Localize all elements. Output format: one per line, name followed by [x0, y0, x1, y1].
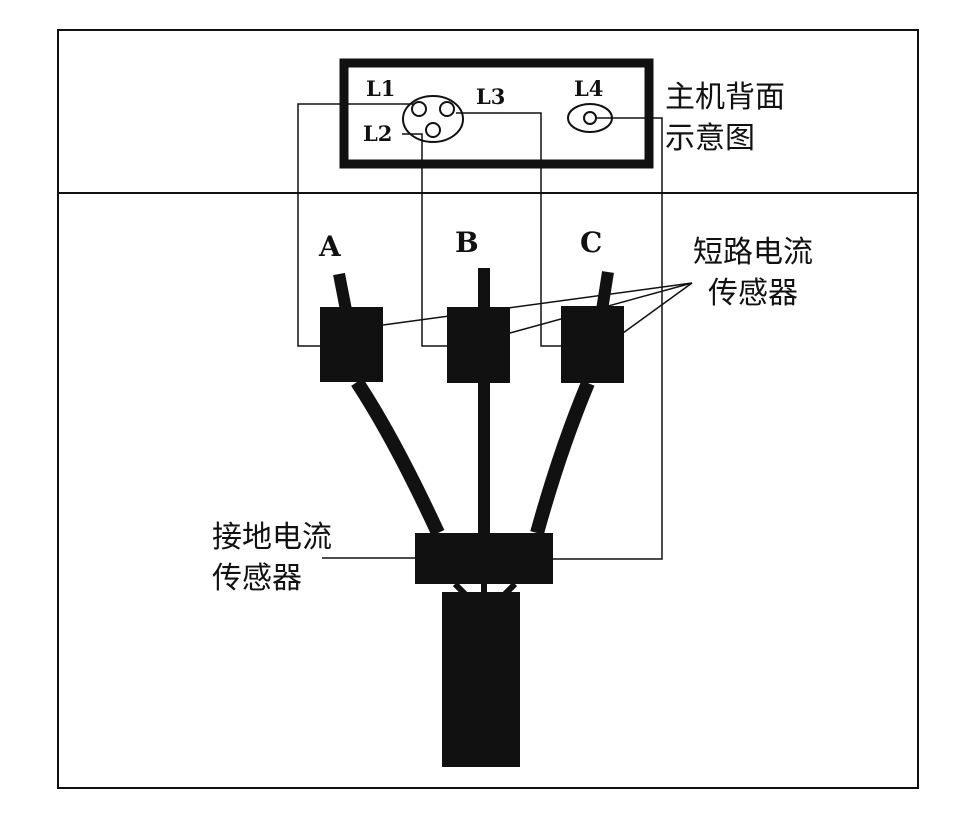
host-panel-label-line1: 主机背面 [665, 80, 785, 115]
port-label-l1: L1 [366, 76, 395, 101]
pin-l1 [411, 101, 427, 117]
host-back-panel [339, 58, 654, 169]
phase-label-b: B [455, 226, 479, 259]
pointer-sensor-c [622, 282, 693, 334]
sensor-c [561, 306, 624, 383]
outer-frame [57, 29, 919, 789]
port-label-l2: L2 [363, 121, 392, 146]
wire-l4-to-ground-sensor [553, 117, 663, 560]
pin-l2 [425, 122, 441, 138]
short-circuit-sensor-label-line1: 短路电流 [693, 235, 813, 270]
signal-wires [297, 103, 693, 560]
wire-l2-to-sensor-b [402, 133, 449, 347]
pin-l4 [583, 111, 597, 125]
port-label-l3: L3 [476, 84, 505, 109]
port-label-l4: L4 [574, 76, 603, 101]
ground-sensor-label-line2: 传感器 [212, 561, 302, 596]
short-circuit-sensor-label-line2: 传感器 [708, 276, 798, 311]
ground-sensor-label-line1: 接地电流 [212, 520, 332, 555]
cable-c-top [596, 271, 614, 311]
host-panel-label-line2: 示意图 [665, 121, 755, 156]
pin-l3 [439, 101, 455, 117]
three-pin-connector [402, 95, 464, 143]
sensor-a [320, 307, 383, 382]
cable-c-bottom [530, 380, 595, 535]
sensor-b [447, 307, 510, 383]
wire-l1-to-sensor-a [297, 103, 414, 347]
main-cable [442, 592, 520, 767]
cable-a-bottom [351, 378, 445, 536]
phase-label-a: A [318, 230, 342, 263]
ground-sensor [415, 533, 553, 584]
cable-a-top [333, 272, 352, 312]
phase-label-c: C [580, 226, 602, 259]
pointer-sensor-a [382, 282, 693, 326]
wire-l3-to-sensor-c [456, 112, 563, 347]
